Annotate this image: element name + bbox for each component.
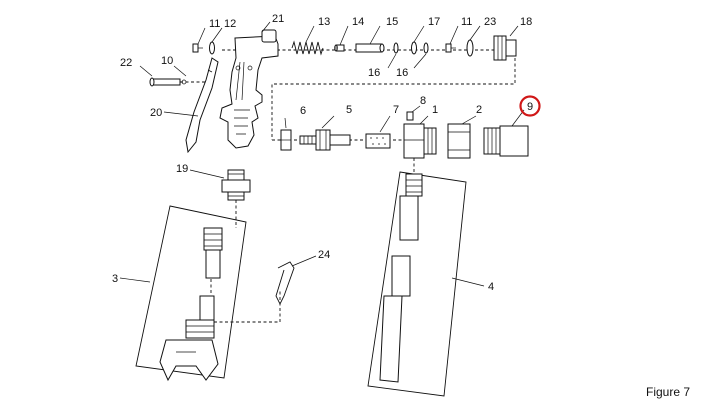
callout-10: 10 <box>161 55 173 67</box>
part-1-body-fitting <box>403 123 437 159</box>
callout-23: 23 <box>484 16 496 28</box>
callout-17: 17 <box>428 16 440 28</box>
figure-caption: Figure 7 <box>646 385 690 399</box>
callout-3: 3 <box>112 273 118 285</box>
part-6-nut <box>280 129 292 151</box>
callout-11: 11 <box>209 18 220 30</box>
highlight-circle-callout-9 <box>519 95 541 117</box>
part-7-filter <box>365 133 391 149</box>
callout-5: 5 <box>346 104 352 116</box>
callout-7: 7 <box>393 104 399 116</box>
callout-4: 4 <box>488 281 494 293</box>
part-16-washer-b <box>423 42 429 54</box>
part-21-gun-body <box>219 29 279 149</box>
part-23-seal <box>466 39 474 57</box>
part-11-screw-right <box>445 43 456 53</box>
callout-21: 21 <box>272 13 284 25</box>
callout-9: 9 <box>527 101 533 113</box>
part-20-lever <box>185 57 219 154</box>
part-12-washer <box>209 41 215 55</box>
callout-24: 24 <box>318 249 330 261</box>
part-9-nozzle <box>483 125 529 157</box>
part-2-coupling-nut <box>447 123 471 159</box>
part-18-cap <box>493 35 517 61</box>
callout-22: 22 <box>120 57 132 69</box>
callout-2: 2 <box>476 104 482 116</box>
callout-11-right: 11 <box>461 16 472 28</box>
callout-19: 19 <box>176 163 188 175</box>
part-17-washer <box>411 41 417 55</box>
part-5-fitting <box>299 129 351 151</box>
callout-14: 14 <box>352 16 364 28</box>
part-8-setscrew <box>406 111 414 121</box>
part-14-pin <box>334 44 345 52</box>
callout-6: 6 <box>300 105 306 117</box>
callout-1: 1 <box>432 104 438 116</box>
part-15-cylinder <box>355 43 385 53</box>
callout-16-left: 16 <box>368 67 380 79</box>
callout-13: 13 <box>318 16 330 28</box>
part-24-clip <box>275 261 295 306</box>
callout-labels: 11 12 21 13 14 15 17 11 23 18 16 16 22 1… <box>112 13 533 293</box>
leader-lines <box>119 21 525 287</box>
callout-8: 8 <box>420 95 426 107</box>
part-16-washer-a <box>393 42 399 54</box>
callout-15: 15 <box>386 16 398 28</box>
part-22-rod <box>149 77 187 87</box>
callout-18: 18 <box>520 16 532 28</box>
callout-12: 12 <box>224 18 236 30</box>
callout-20: 20 <box>150 107 162 119</box>
part-19-fitting <box>221 169 251 201</box>
part-11-screw-left <box>192 43 203 53</box>
part-3-hose-assembly <box>135 205 247 382</box>
part-4-hose-assembly <box>367 171 467 397</box>
callout-16-right: 16 <box>396 67 408 79</box>
part-13-spring <box>291 40 324 56</box>
